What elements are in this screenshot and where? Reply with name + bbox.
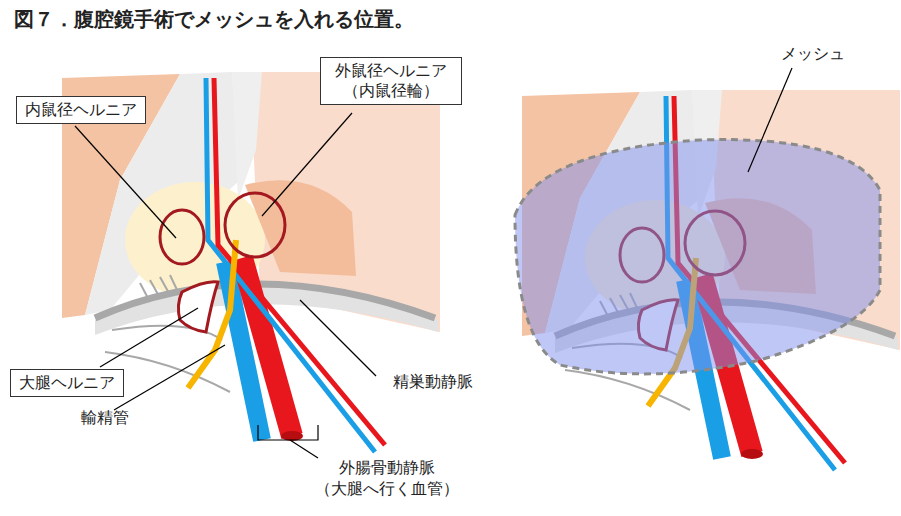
mesh [515,140,880,374]
leader-line [114,345,225,410]
figure-title: 図７．腹腔鏡手術でメッシュを入れる位置。 [14,6,414,33]
callout-text: 外鼠径ヘルニア （内鼠径輪） [329,61,453,101]
part-label: 外腸骨動静脈 （大腿へ行く血管） [312,458,462,500]
leader-lines [75,68,792,458]
callout-box: 大腿ヘルニア [10,369,124,397]
leader-line [748,68,792,172]
leader-line [100,308,198,367]
bracket [258,425,318,440]
callout-text: 大腿ヘルニア [19,373,115,393]
callout-box: 内鼠径ヘルニア [16,96,146,124]
leader-line [300,300,376,376]
leader-line [75,126,176,238]
part-label: 輸精管 [70,408,140,429]
callout-text: 内鼠径ヘルニア [25,100,137,120]
part-label: 精巣動静脈 [378,372,488,393]
leader-line [290,440,318,458]
callout-box: 外鼠径ヘルニア （内鼠径輪） [320,57,462,105]
part-label: メッシュ [768,44,858,65]
leader-line [262,113,352,216]
